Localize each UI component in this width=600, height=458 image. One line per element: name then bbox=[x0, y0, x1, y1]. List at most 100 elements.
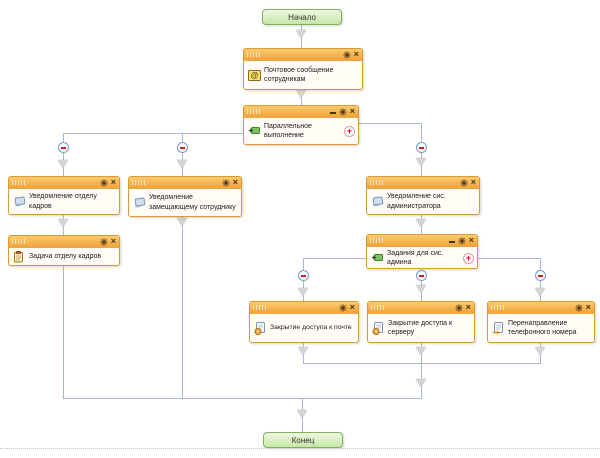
node-close-server-access[interactable]: × Закрытие доступа к серверу bbox=[367, 301, 475, 343]
end-node[interactable]: Конец bbox=[263, 432, 343, 448]
page-boundary-line bbox=[0, 448, 600, 449]
arrowhead-icon bbox=[298, 347, 308, 355]
node-close-mail-access[interactable]: × Закрытие доступа к почте bbox=[249, 301, 359, 343]
arrowhead-icon bbox=[58, 160, 68, 168]
close-icon[interactable]: × bbox=[470, 177, 476, 187]
remove-branch-badge[interactable] bbox=[535, 270, 546, 281]
settings-icon[interactable] bbox=[339, 304, 347, 312]
connector bbox=[303, 363, 541, 364]
drag-grip[interactable] bbox=[12, 180, 25, 185]
node-titlebar[interactable]: × bbox=[244, 49, 362, 61]
node-title: Уведомление замещающему сотруднику bbox=[149, 194, 236, 211]
notification-icon bbox=[371, 196, 384, 208]
minus-icon bbox=[301, 274, 306, 277]
close-icon[interactable]: × bbox=[349, 106, 355, 116]
collapse-icon[interactable] bbox=[329, 107, 336, 116]
connector bbox=[63, 133, 244, 134]
minus-icon bbox=[538, 274, 543, 277]
connector bbox=[182, 133, 183, 176]
svg-text:@: @ bbox=[250, 71, 258, 80]
close-icon[interactable]: × bbox=[232, 177, 238, 187]
settings-icon[interactable] bbox=[575, 304, 583, 312]
node-title: Задания для сис. админа bbox=[387, 250, 444, 267]
close-icon[interactable]: × bbox=[468, 235, 474, 245]
node-titlebar[interactable]: × bbox=[367, 177, 479, 189]
node-titlebar[interactable]: × bbox=[488, 302, 594, 314]
arrowhead-icon bbox=[296, 30, 306, 38]
close-icon[interactable]: × bbox=[585, 302, 591, 312]
node-substitute-notification[interactable]: × Уведомление замещающему сотруднику bbox=[128, 176, 242, 217]
node-titlebar[interactable]: × bbox=[9, 177, 119, 189]
node-titlebar[interactable]: × bbox=[368, 302, 474, 314]
node-mail-message[interactable]: × @ Почтовое сообщение сотрудникам bbox=[243, 48, 363, 90]
close-icon[interactable]: × bbox=[353, 49, 359, 59]
node-phone-redirect[interactable]: × Перенаправление телефонного номера bbox=[487, 301, 595, 343]
close-icon[interactable]: × bbox=[349, 302, 355, 312]
drag-grip[interactable] bbox=[132, 180, 145, 185]
settings-icon[interactable] bbox=[460, 179, 468, 187]
parallel-split-icon bbox=[371, 252, 384, 264]
drag-grip[interactable] bbox=[371, 305, 384, 310]
node-titlebar[interactable]: × bbox=[250, 302, 358, 314]
minus-icon bbox=[419, 146, 424, 149]
settings-icon[interactable] bbox=[222, 179, 230, 187]
arrowhead-icon bbox=[416, 379, 426, 387]
node-title: Закрытие доступа к почте bbox=[270, 323, 352, 331]
connector bbox=[421, 267, 422, 301]
collapse-icon[interactable] bbox=[448, 236, 455, 245]
node-titlebar[interactable]: × bbox=[129, 177, 241, 189]
arrowhead-icon bbox=[297, 410, 307, 418]
settings-icon[interactable] bbox=[458, 237, 466, 245]
remove-branch-badge[interactable] bbox=[298, 270, 309, 281]
arrowhead-icon bbox=[535, 347, 545, 355]
connector bbox=[476, 258, 541, 259]
add-branch-badge[interactable]: + bbox=[463, 253, 474, 265]
node-titlebar[interactable]: × bbox=[9, 236, 119, 248]
drag-grip[interactable] bbox=[247, 52, 260, 57]
remove-branch-badge[interactable] bbox=[177, 142, 188, 153]
node-titlebar[interactable]: × bbox=[367, 235, 477, 247]
drag-grip[interactable] bbox=[12, 239, 25, 244]
drag-grip[interactable] bbox=[370, 238, 383, 243]
node-sysadmin-notification[interactable]: × Уведомление сис. администратора bbox=[366, 176, 480, 215]
arrowhead-icon bbox=[296, 90, 306, 98]
start-label: Начало bbox=[288, 12, 316, 22]
node-sysadmin-tasks[interactable]: × Задания для сис. админа + bbox=[366, 234, 478, 269]
close-icon[interactable]: × bbox=[465, 302, 471, 312]
arrowhead-icon bbox=[416, 347, 426, 355]
task-icon bbox=[13, 250, 26, 263]
settings-icon[interactable] bbox=[339, 108, 347, 116]
document-clock-icon bbox=[254, 321, 267, 335]
settings-icon[interactable] bbox=[343, 51, 351, 59]
drag-grip[interactable] bbox=[491, 305, 504, 310]
node-parallel-execution[interactable]: × Параллельное выполнение + bbox=[243, 105, 359, 145]
remove-branch-badge[interactable] bbox=[416, 270, 427, 281]
minus-icon bbox=[180, 146, 185, 149]
drag-grip[interactable] bbox=[247, 109, 260, 114]
drag-grip[interactable] bbox=[253, 305, 266, 310]
document-arrow-icon bbox=[492, 321, 505, 335]
node-titlebar[interactable]: × bbox=[244, 106, 358, 118]
remove-branch-badge[interactable] bbox=[416, 142, 427, 153]
close-icon[interactable]: × bbox=[110, 177, 116, 187]
settings-icon[interactable] bbox=[455, 304, 463, 312]
node-hr-notification[interactable]: × Уведомление отделу кадров bbox=[8, 176, 120, 215]
start-node[interactable]: Начало bbox=[262, 9, 342, 25]
close-icon[interactable]: × bbox=[110, 236, 116, 246]
arrowhead-icon bbox=[58, 219, 68, 227]
arrowhead-icon bbox=[177, 160, 187, 168]
notification-icon bbox=[13, 196, 26, 208]
connector bbox=[303, 258, 366, 259]
settings-icon[interactable] bbox=[100, 238, 108, 246]
remove-branch-badge[interactable] bbox=[58, 142, 69, 153]
add-branch-badge[interactable]: + bbox=[344, 126, 355, 137]
node-hr-task[interactable]: × Задача отделу кадров bbox=[8, 235, 120, 266]
connector bbox=[63, 264, 64, 398]
node-title: Почтовое сообщение сотрудникам bbox=[264, 66, 334, 83]
minus-icon bbox=[61, 146, 66, 149]
connector bbox=[63, 133, 64, 176]
settings-icon[interactable] bbox=[100, 179, 108, 187]
drag-grip[interactable] bbox=[370, 180, 383, 185]
arrowhead-icon bbox=[416, 158, 426, 166]
connector bbox=[182, 215, 183, 398]
